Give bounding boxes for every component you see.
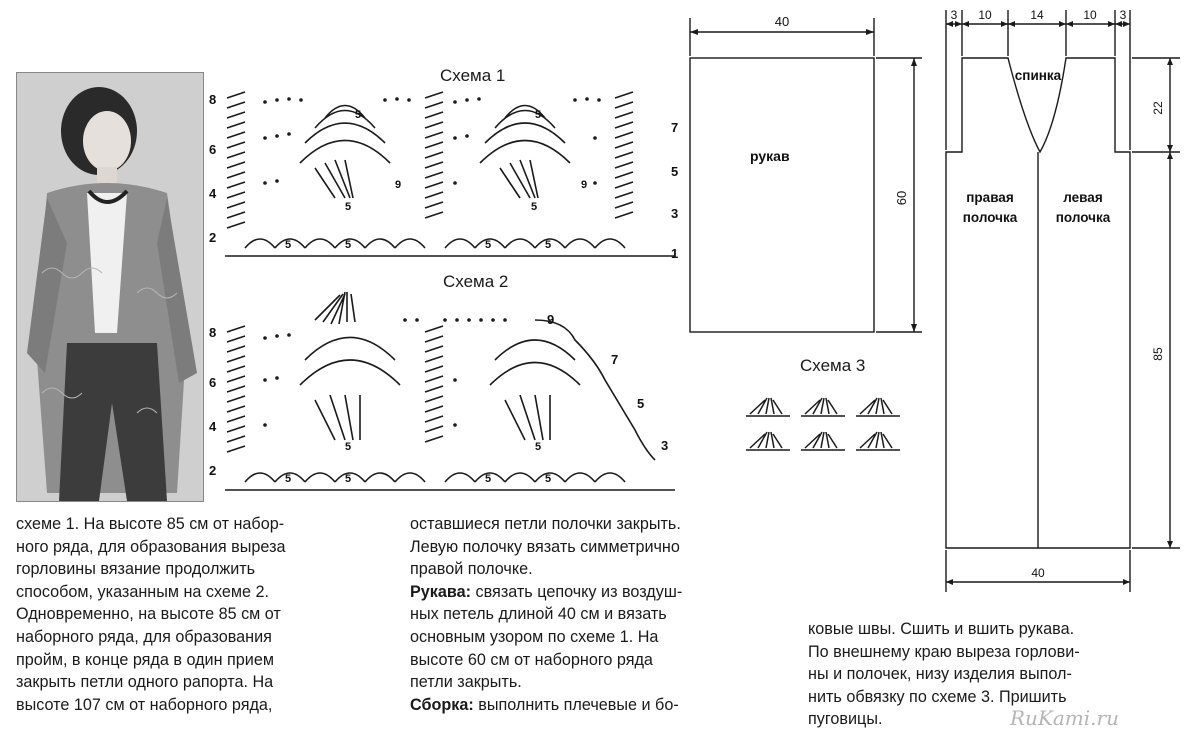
scheme-1-row-6: 6 (209, 142, 216, 157)
col2-line: правой полочке. (410, 560, 533, 579)
scheme-2-count-f: 5 (545, 473, 551, 485)
col2-line: петли закрыть. (410, 673, 522, 692)
col1-line: пройм, в конце ряда в один прием (16, 650, 274, 669)
dim-top-4: 10 (1083, 8, 1097, 22)
scheme-1-count-a: 5 (355, 109, 361, 121)
scheme-2-count-b: 5 (535, 441, 541, 453)
instructions-column-1: схеме 1. На высоте 85 см от набор- ного … (16, 513, 286, 716)
col1-line: Одновременно, на высоте 85 см от (16, 605, 281, 624)
col3-line: пуговицы. (808, 710, 883, 729)
scheme-3-chart (746, 397, 900, 451)
body-pattern: 3 10 14 10 3 40 22 85 спинка правая поло… (945, 8, 1180, 592)
scheme-2-row-2: 2 (209, 463, 216, 478)
col2-line: оставшиеся петли полочки закрыть. (410, 515, 681, 533)
sleeves-heading: Рукава: (410, 582, 472, 601)
right-front-label-2: полочка (963, 210, 1018, 225)
sleeve-label: рукав (750, 148, 790, 164)
col1-line: схеме 1. На высоте 85 см от набор- (16, 515, 285, 533)
col1-line: высоте 107 см от наборного ряда, (16, 695, 273, 714)
left-front-label-2: полочка (1056, 210, 1111, 225)
sleeve-height-label: 60 (894, 191, 909, 205)
scheme-2-row-8: 8 (209, 325, 216, 340)
scheme-1-title: Схема 1 (440, 66, 506, 85)
dim-body-height: 85 (1151, 347, 1165, 361)
scheme-1-row-8: 8 (209, 92, 216, 107)
col2-line: Рукава: связать цепочку из воздуш- (410, 582, 683, 601)
instructions-column-3: ковые швы. Сшить и вшить рукава. По внеш… (808, 618, 1080, 731)
dim-top-5: 3 (1120, 8, 1127, 22)
col2-line: высоте 60 см от наборного ряда (410, 650, 653, 669)
dim-armhole: 22 (1151, 101, 1165, 115)
col1-line: ного ряда, для образования выреза (16, 537, 286, 556)
scheme-1-count-i: 5 (485, 239, 491, 251)
scheme-2-row-6: 6 (209, 375, 216, 390)
scheme-2-count-c: 5 (285, 473, 291, 485)
scheme-2-row-5: 5 (637, 396, 644, 411)
sleeve-outline (689, 57, 875, 333)
scheme-1-count-b: 5 (535, 109, 541, 121)
col2-line: Сборка: выполнить плечевые и бо- (410, 695, 679, 714)
dim-top-3: 14 (1030, 8, 1044, 22)
dim-top-2: 10 (978, 8, 992, 22)
left-front-label-1: левая (1063, 190, 1102, 205)
scheme-2-row-3: 3 (661, 438, 668, 453)
scheme-2-count-a: 5 (345, 441, 351, 453)
col3-line: нить обвязку по схеме 3. Пришить (808, 687, 1067, 706)
dim-top-1: 3 (951, 8, 958, 22)
sleeve-pattern: 40 60 рукав (689, 14, 922, 333)
scheme-2-count-d: 5 (345, 473, 351, 485)
scheme-1-row-2: 2 (209, 230, 216, 245)
scheme-1-count-h: 5 (345, 239, 351, 251)
scheme-1-row-4: 4 (209, 186, 217, 201)
scheme-2-title: Схема 2 (443, 272, 509, 291)
watermark: RuKami.ru (1010, 706, 1119, 730)
dim-bottom: 40 (1031, 566, 1045, 580)
scheme-1-count-c: 5 (345, 201, 351, 213)
col1-line: горловины вязание продолжить (16, 560, 256, 579)
scheme-2-row-9: 9 (547, 312, 554, 327)
col3-line: По внешнему краю выреза горлови- (808, 642, 1080, 661)
instructions-column-2: оставшиеся петли полочки закрыть. Левую … (410, 513, 682, 716)
col3-line: ны и полочек, низу изделия выпол- (808, 665, 1072, 684)
scheme-1-count-j: 5 (545, 239, 551, 251)
col2-line: Левую полочку вязать симметрично (410, 537, 680, 556)
scheme-2-chart: 8 6 4 2 9 7 5 3 5 5 5 5 5 5 (209, 291, 675, 491)
right-front-label-1: правая (966, 190, 1013, 205)
back-label: спинка (1015, 68, 1062, 83)
scheme-2-count-e: 5 (485, 473, 491, 485)
scheme-3-title: Схема 3 (800, 356, 866, 375)
scheme-1-count-d: 5 (531, 201, 537, 213)
col2-line: ных петель длиной 40 см и вязать (410, 605, 667, 624)
model-photo (16, 72, 204, 502)
col1-line: наборного ряда, для образования (16, 627, 272, 646)
scheme-1-row-3: 3 (671, 206, 678, 221)
body-outline (945, 57, 1131, 549)
scheme-2-row-7: 7 (611, 352, 618, 367)
scheme-1-row-7: 7 (671, 120, 678, 135)
col3-line: ковые швы. Сшить и вшить рукава. (808, 620, 1075, 638)
scheme-1-chart: 8 6 4 2 7 5 3 1 5 5 5 5 9 9 (209, 91, 678, 261)
sleeve-width-label: 40 (775, 14, 789, 29)
scheme-1-count-f: 9 (581, 179, 587, 191)
scheme-1-count-g: 5 (285, 239, 291, 251)
scheme-1-count-e: 9 (395, 179, 401, 191)
scheme-2-row-4: 4 (209, 419, 217, 434)
col1-line: способом, указанным на схеме 2. (16, 582, 270, 601)
col1-line: закрыть петли одного рапорта. На (16, 673, 274, 692)
scheme-1-row-1: 1 (671, 246, 678, 261)
scheme-1-row-5: 5 (671, 164, 678, 179)
col2-line: основным узором по схеме 1. На (410, 627, 659, 646)
assembly-heading: Сборка: (410, 695, 474, 714)
